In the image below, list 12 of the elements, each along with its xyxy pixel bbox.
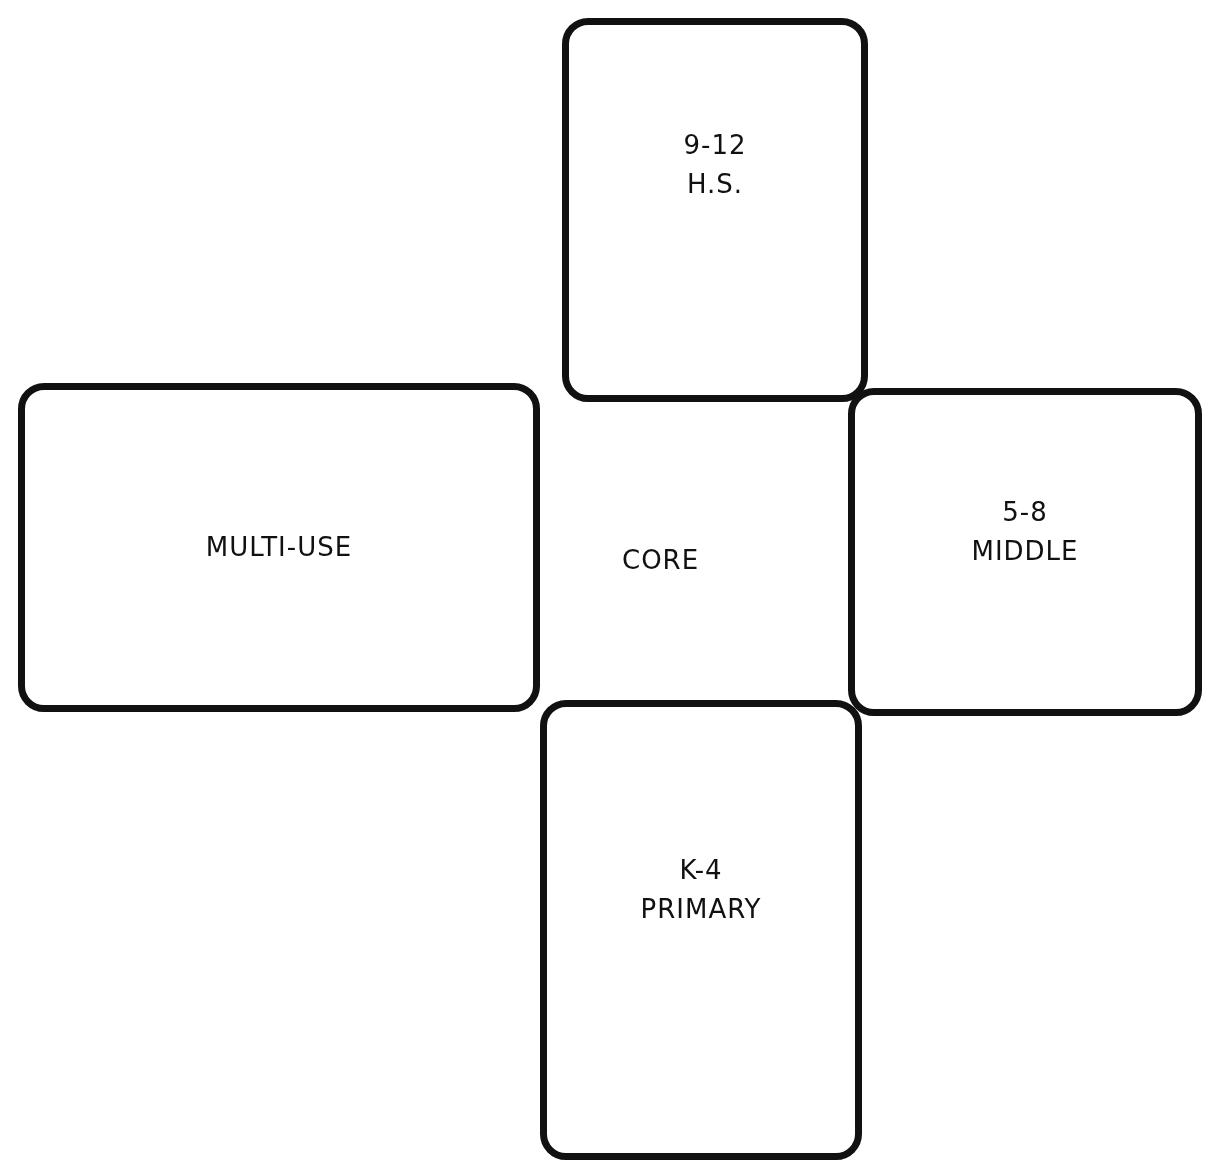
area-label: CORE	[622, 545, 700, 575]
room-name: MIDDLE	[971, 535, 1079, 568]
room-box	[540, 700, 862, 1160]
grade-range: 5-8	[1002, 496, 1048, 529]
grade-range: 9-12	[683, 129, 747, 162]
room-box	[848, 388, 1202, 716]
room-name: MULTI-USE	[205, 531, 353, 564]
room-name: PRIMARY	[640, 893, 762, 926]
room-name: H.S.	[686, 168, 744, 201]
room-box	[562, 18, 868, 402]
room-box	[18, 383, 540, 712]
grade-range: K-4	[679, 854, 723, 887]
